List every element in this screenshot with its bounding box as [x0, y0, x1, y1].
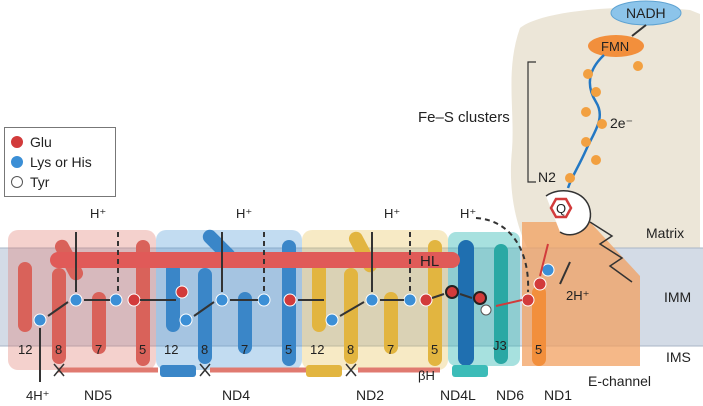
subunit-nd5: ND5 — [84, 387, 112, 403]
fmn-label: FMN — [601, 39, 629, 54]
q-label: Q — [556, 201, 566, 216]
bh-cylinder-3 — [452, 365, 488, 377]
fes-cluster-dots — [565, 61, 643, 183]
nd4l-helix — [458, 240, 474, 366]
h-nd5: H⁺ — [90, 206, 106, 221]
electrons-label: 2e⁻ — [610, 115, 633, 131]
proton-entry-arrows — [39, 217, 571, 382]
e-channel-arrows — [495, 243, 549, 307]
nd4-tm-8: 8 — [201, 342, 208, 357]
lys-his-dots — [33, 293, 417, 327]
h-out: 4H⁺ — [26, 388, 49, 403]
nd2-helix-5 — [428, 240, 442, 366]
nd2-helix-7 — [384, 292, 398, 354]
h-nd2: H⁺ — [384, 206, 400, 221]
subunit-nd4l: ND4L — [440, 387, 476, 403]
legend-item-glu: Glu — [11, 132, 109, 152]
subunit-nd4: ND4 — [222, 387, 250, 403]
cross-marks — [53, 363, 357, 377]
j3-label: J3 — [493, 338, 507, 353]
glu-key-nd6 — [473, 291, 487, 305]
nd1-helix-5 — [532, 286, 546, 366]
nd1-zigzag — [589, 221, 633, 283]
nd2-helix-12 — [312, 262, 326, 332]
his-lys-nd1 — [541, 263, 555, 277]
nd4-helix-12 — [166, 262, 180, 332]
nd5-helix-8 — [52, 268, 66, 364]
nd2-tm-5: 5 — [431, 342, 438, 357]
legend-item-tyr: Tyr — [11, 172, 109, 192]
nd5-tm-7: 7 — [95, 342, 102, 357]
tyr-swatch — [11, 176, 23, 188]
nd4-tm-12: 12 — [164, 342, 178, 357]
glu-key-nd4l — [445, 285, 459, 299]
nd4-helix-7 — [238, 292, 252, 354]
bh-cylinder-1 — [160, 365, 196, 377]
nd5-helix-12 — [18, 262, 32, 332]
nd5-tm-5: 5 — [139, 342, 146, 357]
e-channel-label: E-channel — [588, 373, 651, 389]
nd2-tm-7: 7 — [387, 342, 394, 357]
nd2-tm-8: 8 — [347, 342, 354, 357]
tyr-dot — [480, 304, 492, 316]
h-nd4: H⁺ — [236, 206, 252, 221]
legend-label-lys: Lys or His — [30, 154, 92, 170]
nadh-label: NADH — [626, 5, 666, 21]
hl-label: HL — [420, 253, 439, 270]
fes-label: Fe–S clusters — [418, 109, 510, 126]
n2-label: N2 — [538, 169, 556, 185]
nd5-helix-5 — [136, 240, 150, 366]
legend: Glu Lys or His Tyr — [4, 127, 116, 197]
subunit-nd6: ND6 — [496, 387, 524, 403]
hl-helix — [50, 252, 460, 268]
fes-bracket — [527, 61, 536, 183]
nd5-tm-8: 8 — [55, 342, 62, 357]
legend-label-glu: Glu — [30, 134, 52, 150]
nd2-tm-12: 12 — [310, 342, 324, 357]
nadh-arrow — [631, 24, 647, 37]
legend-label-tyr: Tyr — [30, 174, 50, 190]
q-hexagon — [549, 197, 573, 219]
region-ims: IMS — [666, 349, 691, 365]
glu-dots — [127, 277, 547, 307]
subunit-nd2: ND2 — [356, 387, 384, 403]
fmn-ellipse — [588, 35, 644, 57]
nd4-helix-8 — [198, 268, 212, 364]
nd2-helix-8 — [344, 268, 358, 364]
subunit-nd1: ND1 — [544, 387, 572, 403]
nd1-block — [522, 222, 640, 366]
region-matrix: Matrix — [646, 225, 684, 241]
lys-his-swatch — [11, 156, 23, 168]
nd1-tm-5: 5 — [535, 342, 542, 357]
h-nd4l: H⁺ — [460, 206, 476, 221]
nd4-tm-7: 7 — [241, 342, 248, 357]
region-imm: IMM — [664, 289, 691, 305]
glu-swatch — [11, 136, 23, 148]
residue-arrows — [47, 293, 473, 317]
bh-label: βH — [418, 368, 435, 383]
nd4-tm-5: 5 — [285, 342, 292, 357]
h-nd1: 2H⁺ — [566, 288, 589, 303]
bh-cylinder-2 — [306, 365, 342, 377]
legend-item-lys: Lys or His — [11, 152, 109, 172]
nd5-helix-7 — [92, 292, 106, 354]
nd5-tm-12: 12 — [18, 342, 32, 357]
